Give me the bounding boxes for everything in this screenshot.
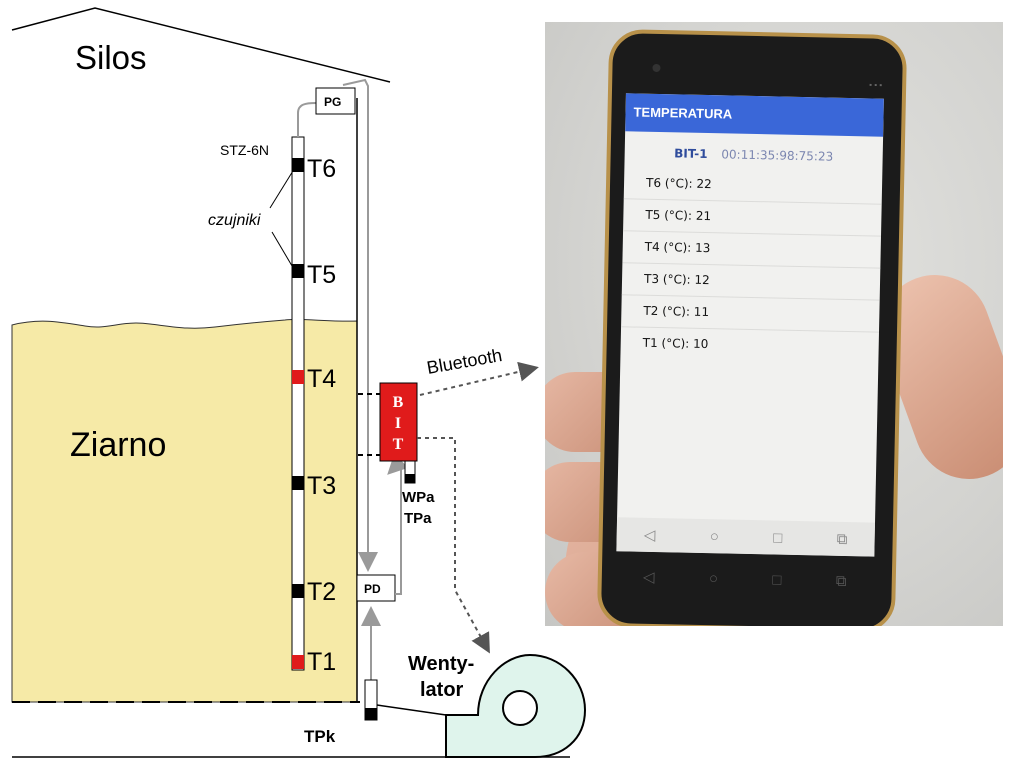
pg-label: PG (324, 95, 341, 109)
fan-duct-top (376, 704, 447, 716)
reading-t6: T6 (°C): 22 (623, 167, 883, 205)
reading-t5: T5 (°C): 21 (623, 199, 882, 237)
bit-letter-t: T (393, 436, 404, 453)
device-address: 00:11:35:98:75:23 (721, 147, 834, 164)
fan-label-line2: lator (420, 679, 464, 701)
recents-icon[interactable]: □ (773, 528, 783, 547)
cable-probe-top (297, 102, 317, 114)
home-icon[interactable]: ○ (709, 527, 720, 545)
grain-area (11, 318, 358, 703)
sensors-label: czujniki (208, 212, 261, 229)
sensor-t4-marker (292, 370, 304, 384)
sensor-t1-marker (292, 655, 304, 669)
bit-letter-i: I (395, 415, 401, 432)
sensor-label-t4: T4 (307, 365, 336, 393)
sensor-t5-marker (292, 264, 304, 278)
sensor-label-t2: T2 (307, 578, 336, 606)
bit-letter-b: B (393, 394, 404, 411)
bit-fan-control-line (417, 437, 490, 654)
reading-t1: T1 (°C): 10 (642, 335, 709, 352)
sensor-label-t6: T6 (307, 155, 336, 183)
pd-label: PD (364, 582, 381, 596)
phone-screen: TEMPERATURA BIT-1 00:11:35:98:75:23 T6 (… (616, 93, 884, 557)
cable-pd-bit (394, 458, 402, 595)
screen-switch-icon[interactable]: ⧉ (836, 530, 848, 548)
device-row[interactable]: BIT-1 00:11:35:98:75:23 (625, 145, 883, 164)
sensor-label-t3: T3 (307, 472, 336, 500)
tpk-label: TPk (304, 727, 336, 746)
pd-box (356, 574, 396, 602)
wpa-label: WPa (402, 489, 435, 506)
silo-roof (11, 7, 391, 83)
tpk-sensor-tip (365, 708, 377, 720)
sensors-pointer-lower (271, 231, 296, 272)
probe-model-label: STZ-6N (220, 142, 269, 158)
soft-nav-bar: ◁ ○ □ ⧉ (616, 517, 876, 557)
fan-hub (502, 690, 538, 726)
pg-box (315, 87, 356, 115)
bluetooth-label: Bluetooth (425, 345, 503, 378)
fan-label-line1: Wenty- (408, 653, 474, 675)
status-bar: ▪ ▪ ▪ (869, 80, 883, 90)
hardware-nav-bar: ◁ ○ □ ⧉ (616, 561, 875, 596)
sensors-pointer-upper (269, 165, 297, 209)
sensor-label-t5: T5 (307, 261, 336, 289)
home-icon[interactable]: ○ (708, 569, 719, 587)
reading-t2: T2 (°C): 11 (621, 295, 880, 333)
camera-icon (652, 63, 661, 73)
sensor-label-t1: T1 (307, 648, 336, 676)
tpa-label: TPa (404, 510, 432, 527)
wpa-sensor-tip (405, 474, 415, 483)
cable-pg-pd (342, 78, 378, 572)
recents-icon[interactable]: □ (772, 570, 782, 589)
grain-label: Ziarno (70, 426, 166, 464)
bit-box (379, 382, 418, 462)
readings-list: T6 (°C): 22 T5 (°C): 21 T4 (°C): 13 T3 (… (620, 167, 883, 363)
device-name: BIT-1 (674, 146, 708, 162)
cable-pd-bit-arrow (387, 453, 409, 475)
back-icon[interactable]: ◁ (642, 568, 655, 587)
silos-title: Silos (75, 39, 147, 76)
phone: ▪ ▪ ▪ TEMPERATURA BIT-1 00:11:35:98:75:2… (596, 28, 908, 626)
sensor-t2-marker (292, 584, 304, 598)
app-title: TEMPERATURA (625, 93, 884, 137)
bluetooth-arrow (419, 361, 539, 396)
reading-t3: T3 (°C): 12 (621, 263, 881, 301)
phone-photo: ▪ ▪ ▪ TEMPERATURA BIT-1 00:11:35:98:75:2… (545, 22, 1003, 626)
screen-switch-icon[interactable]: ⧉ (835, 572, 847, 590)
back-icon[interactable]: ◁ (643, 526, 656, 545)
reading-t4: T4 (°C): 13 (622, 231, 882, 269)
sensor-t3-marker (292, 476, 304, 490)
